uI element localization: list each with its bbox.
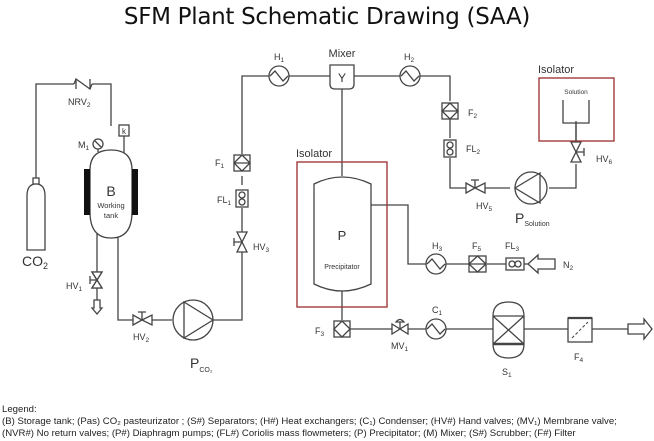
- pump-icon: [514, 171, 548, 205]
- hv6-label: HV6: [596, 154, 613, 166]
- flowmeter-fl2[interactable]: FL2: [443, 139, 481, 158]
- flowmeter-fl1[interactable]: FL1: [217, 189, 249, 208]
- separator-s1[interactable]: S1: [492, 301, 525, 379]
- heat-exchanger-h2[interactable]: H2: [399, 52, 421, 87]
- hand-valve-hv6[interactable]: HV6: [569, 141, 613, 166]
- isolator-precipitator: Isolator: [296, 148, 388, 308]
- hand-valve-hv1[interactable]: HV1: [66, 271, 104, 316]
- f3-label: F3: [315, 326, 325, 338]
- heat-exchanger-h3[interactable]: H3: [425, 241, 447, 275]
- filter-f1[interactable]: F1: [215, 154, 251, 172]
- isolator-precipitator-box: [296, 161, 388, 308]
- h2-label: H2: [404, 52, 415, 64]
- hand-valve-hv3[interactable]: HV3: [233, 231, 270, 254]
- n2-label: N2: [563, 260, 574, 272]
- pipe-pump-hv6: [549, 121, 577, 189]
- flowmeter-fl3[interactable]: FL3: [505, 241, 525, 271]
- tank-jacket-right: [132, 169, 138, 215]
- precipitator-caption: Precipitator: [324, 264, 360, 271]
- filter-icon: [333, 320, 351, 338]
- pipe-precipitator-h3: [371, 204, 426, 265]
- isolator-solution-label: Isolator: [538, 64, 574, 76]
- tank-caption-2: tank: [104, 211, 118, 220]
- f2-label: F2: [468, 108, 478, 120]
- condenser-c1[interactable]: C1: [425, 305, 447, 340]
- fl2-label: FL2: [466, 144, 481, 156]
- legend-line-1: (B) Storage tank; (Pas) CO₂ pasteurizato…: [2, 416, 617, 427]
- s1-label: S1: [502, 367, 512, 379]
- co2-label: CO2: [22, 253, 48, 271]
- pipe-co2-nrv: [35, 83, 112, 178]
- pipe-tank-hv2: [117, 234, 172, 321]
- schematic-canvas: CO2 NRV2 B Working tank M1 k HV1 HV2: [22, 48, 653, 379]
- pipe-f1-h1: [241, 75, 269, 232]
- f4-label: F4: [574, 352, 584, 364]
- hv2-label: HV2: [133, 332, 150, 344]
- co2-cylinder: CO2: [22, 177, 48, 271]
- pump-co2-label: PCO₂: [190, 355, 213, 374]
- hv1-label: HV1: [66, 281, 83, 293]
- filter-f2[interactable]: F2: [441, 102, 478, 120]
- h3-label: H3: [432, 241, 443, 253]
- diagram-title: SFM Plant Schematic Drawing (SAA): [123, 4, 531, 30]
- hv5-label: HV5: [476, 201, 493, 213]
- svg-text:Y: Y: [338, 71, 346, 85]
- tank-caption-1: Working: [97, 201, 124, 210]
- mixer-label: Mixer: [329, 48, 356, 60]
- precipitator-vessel: [313, 176, 372, 292]
- outlet-arrow-icon: [627, 317, 653, 341]
- filter-f3[interactable]: F3: [315, 320, 351, 338]
- m1-label: M1: [78, 140, 90, 152]
- heat-exchanger-h1[interactable]: H1: [268, 52, 290, 87]
- mixer[interactable]: Mixer Y: [329, 48, 356, 90]
- outlet: [627, 317, 653, 341]
- hand-valve-hv2[interactable]: HV2: [132, 311, 153, 344]
- precipitator[interactable]: P Precipitator: [313, 176, 372, 292]
- inlet-arrow-icon: [527, 253, 556, 275]
- drain-arrow-icon: [90, 299, 104, 316]
- mixer-icon: [329, 64, 355, 90]
- pipe-pump-up: [213, 252, 243, 321]
- fl1-label: FL1: [217, 195, 232, 207]
- check-valve-icon: [73, 77, 93, 91]
- no-return-valve-nrv2[interactable]: NRV2: [68, 77, 93, 109]
- hv3-label: HV3: [253, 242, 270, 254]
- pump-solution-label: PSolution: [515, 210, 550, 228]
- k-label: k: [122, 127, 127, 136]
- pipe-f2-hv5: [449, 119, 510, 189]
- solution-vessel-icon: [562, 100, 590, 142]
- filter-f4[interactable]: F4: [567, 316, 593, 364]
- c1-label: C1: [432, 305, 443, 317]
- mv1-label: MV1: [391, 341, 409, 353]
- f5-label: F5: [472, 241, 482, 253]
- legend-heading: Legend:: [2, 404, 37, 415]
- legend-line-2: (NVR#) No return valves; (P#) Diaphragm …: [2, 428, 576, 439]
- nrv2-label: NRV2: [68, 97, 91, 109]
- f1-label: F1: [215, 158, 225, 170]
- working-tank-b[interactable]: B Working tank M1 k: [78, 124, 138, 239]
- diaphragm-pump-co2[interactable]: PCO₂: [172, 299, 215, 374]
- h1-label: H1: [274, 52, 285, 64]
- tank-label: B: [106, 183, 115, 199]
- isolator-solution: Isolator Solution: [538, 64, 615, 142]
- solution-label: Solution: [564, 89, 588, 96]
- pipe-mixer-h2-f2: [353, 75, 451, 101]
- diaphragm-pump-solution[interactable]: PSolution: [513, 171, 550, 228]
- hand-valve-hv5[interactable]: HV5: [465, 179, 493, 213]
- isolator-precipitator-label: Isolator: [296, 148, 332, 160]
- legend: Legend: (B) Storage tank; (Pas) CO₂ past…: [2, 404, 617, 440]
- fl3-label: FL3: [505, 241, 520, 253]
- precipitator-label: P: [338, 228, 347, 243]
- n2-inlet: N2: [527, 253, 574, 275]
- pump-icon: [172, 299, 214, 341]
- membrane-valve-mv1[interactable]: MV1: [391, 318, 409, 354]
- tank-jacket-left: [84, 169, 90, 215]
- filter-f5[interactable]: F5: [468, 241, 487, 273]
